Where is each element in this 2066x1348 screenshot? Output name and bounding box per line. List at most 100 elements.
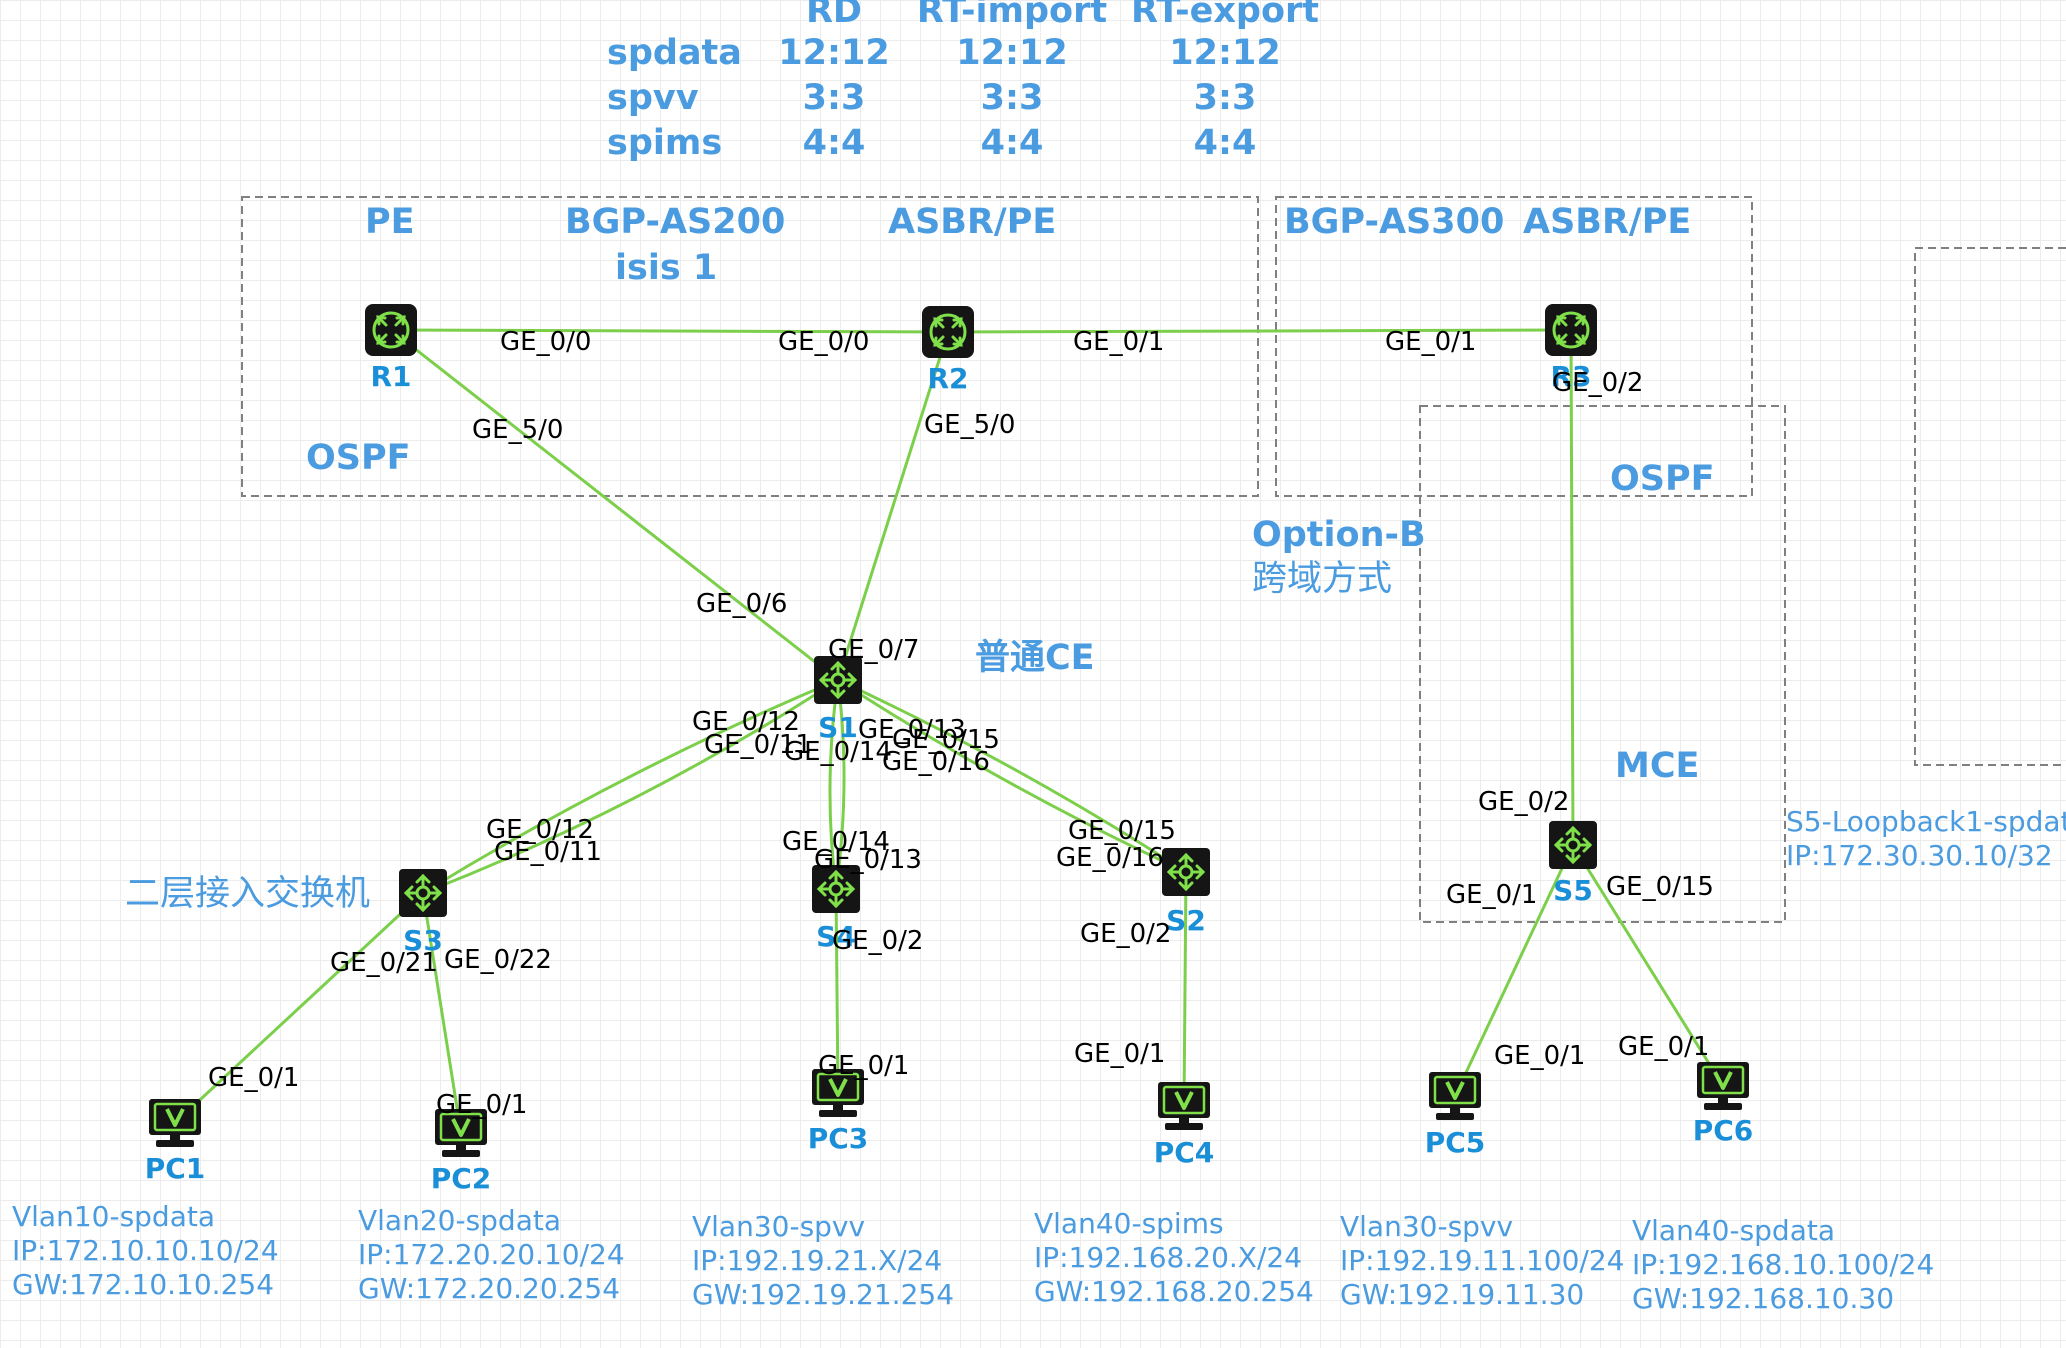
loopback-name: S5-Loopback1-spdata [1786, 805, 2066, 838]
device-label-s3: S3 [403, 924, 443, 957]
vpn-row-rt-import: 12:12 [956, 33, 1067, 73]
port-label-s5: GE_0/1 [1446, 880, 1537, 910]
device-label-r3: R3 [1550, 360, 1591, 393]
device-label-s1: S1 [818, 711, 858, 744]
pc3-gw: GW:192.19.21.254 [692, 1278, 954, 1311]
link-s2-pc4 [1182, 871, 1188, 1107]
pc1-gw: GW:172.10.10.254 [12, 1268, 274, 1301]
vpn-row-rt-export: 3:3 [1194, 78, 1257, 118]
ospf-right-label: OSPF [1610, 459, 1715, 499]
pc6-ip: IP:192.168.10.100/24 [1632, 1248, 1934, 1281]
link-s1-s4 [828, 679, 840, 890]
link-s1-s3 [422, 678, 839, 895]
cross-domain-label: 跨域方式 [1252, 559, 1392, 599]
pc6-pc-icon[interactable] [1696, 1061, 1750, 1111]
asbr-pe-left-label: ASBR/PE [888, 202, 1056, 242]
port-label-s1: GE_0/15 [1068, 816, 1176, 846]
zone-as200 [241, 196, 1259, 497]
pc5-ip: IP:192.19.11.100/24 [1340, 1244, 1624, 1277]
port-label-r2: GE_0/1 [1073, 327, 1164, 357]
device-label-pc4: PC4 [1154, 1136, 1215, 1169]
port-label-pc6: GE_0/1 [1618, 1032, 1709, 1062]
port-label-s2: GE_0/15 [892, 725, 1000, 755]
ospf-left-label: OSPF [306, 438, 411, 478]
links [173, 328, 1725, 1134]
device-label-r2: R2 [927, 362, 968, 395]
device-label-s5: S5 [1553, 874, 1593, 907]
link-r1-r2 [390, 328, 949, 334]
port-label-s1: GE_0/6 [696, 589, 787, 619]
port-label-pc5: GE_0/1 [1494, 1041, 1585, 1071]
pc6-vlan: Vlan40-spdata [1632, 1214, 1835, 1247]
port-label-s2: GE_0/16 [882, 747, 990, 777]
port-label-pc4: GE_0/1 [1074, 1039, 1165, 1069]
pc3-ip: IP:192.19.21.X/24 [692, 1244, 942, 1277]
pc4-gw: GW:192.168.20.254 [1034, 1275, 1314, 1308]
port-label-s1: GE_0/13 [814, 845, 922, 875]
zone-ospf-mce [1419, 405, 1786, 923]
port-label-r2: GE_0/0 [778, 327, 869, 357]
link-s1-s3 [422, 678, 839, 895]
loopback-ip: IP:172.30.30.10/32 [1786, 839, 2053, 872]
pc5-vlan: Vlan30-spvv [1340, 1210, 1513, 1243]
port-label-s3: GE_0/12 [692, 707, 800, 737]
port-label-s1: GE_0/11 [494, 837, 602, 867]
link-s1-s4 [834, 679, 846, 890]
vpn-header-rt-export: RT-export [1131, 0, 1319, 31]
link-s4-pc3 [834, 888, 840, 1094]
pc2-vlan: Vlan20-spdata [358, 1204, 561, 1237]
device-label-s2: S2 [1166, 904, 1206, 937]
port-label-s4: GE_0/2 [832, 926, 923, 956]
link-s3-pc2 [421, 892, 463, 1134]
vpn-row-name: spvv [607, 78, 699, 118]
link-s1-s2 [837, 678, 1187, 874]
port-label-s1: GE_0/16 [1056, 843, 1164, 873]
vpn-table: RD RT-import RT-export spdata 12:12 12:1… [607, 0, 1319, 163]
port-label-s1: GE_0/14 [782, 827, 890, 857]
pc5-pc-icon[interactable] [1428, 1071, 1482, 1121]
vpn-header-rt-import: RT-import [917, 0, 1107, 31]
zone-as300 [1275, 196, 1753, 497]
pc4-ip: IP:192.168.20.X/24 [1034, 1241, 1302, 1274]
s2-switch-icon[interactable] [1161, 847, 1211, 897]
port-label-s3: GE_0/11 [704, 730, 812, 760]
normal-ce-label: 普通CE [975, 638, 1095, 678]
link-r2-r3 [947, 328, 1572, 334]
pc4-vlan: Vlan40-spims [1034, 1207, 1224, 1240]
r1-router-icon[interactable] [364, 303, 418, 357]
port-label-s4: GE_0/14 [784, 737, 892, 767]
device-label-pc3: PC3 [808, 1122, 869, 1155]
vpn-row-rt-export: 4:4 [1194, 123, 1257, 163]
link-s5-pc5 [1453, 844, 1575, 1097]
port-label-r3: GE_0/2 [1552, 368, 1643, 398]
vpn-header-rd: RD [806, 0, 862, 31]
device-label-s4: S4 [816, 920, 856, 953]
link-r1-s1 [390, 328, 839, 682]
device-label-r1: R1 [370, 360, 411, 393]
pc1-vlan: Vlan10-spdata [12, 1200, 215, 1233]
r3-router-icon[interactable] [1544, 303, 1598, 357]
pc1-pc-icon[interactable] [148, 1098, 202, 1148]
port-label-s1: GE_0/7 [828, 635, 919, 665]
vpn-row-rd: 3:3 [803, 78, 866, 118]
pc4-pc-icon[interactable] [1157, 1081, 1211, 1131]
port-label-s4: GE_0/13 [858, 715, 966, 745]
port-label-pc2: GE_0/1 [436, 1090, 527, 1120]
pc5-gw: GW:192.19.11.30 [1340, 1278, 1584, 1311]
s5-switch-icon[interactable] [1548, 820, 1598, 870]
mce-label: MCE [1615, 746, 1699, 786]
pe-label: PE [365, 202, 415, 242]
r2-router-icon[interactable] [921, 305, 975, 359]
vpn-row-rt-export: 12:12 [1169, 33, 1280, 73]
device-label-pc6: PC6 [1693, 1114, 1754, 1147]
isis-label: isis 1 [615, 248, 717, 288]
link-r2-s1 [836, 331, 950, 681]
device-label-pc2: PC2 [431, 1162, 492, 1195]
s3-switch-icon[interactable] [398, 868, 448, 918]
vpn-row-rt-import: 4:4 [981, 123, 1044, 163]
port-label-s2: GE_0/2 [1080, 919, 1171, 949]
zone-labels: PE BGP-AS200 isis 1 ASBR/PE BGP-AS300 AS… [125, 202, 1715, 914]
